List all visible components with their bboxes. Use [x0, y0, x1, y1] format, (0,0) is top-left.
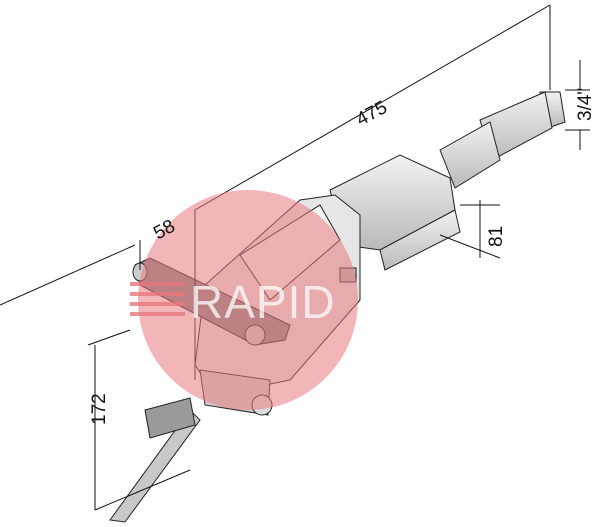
rapid-watermark: RAPID [130, 190, 358, 410]
watermark-text: RAPID [190, 276, 336, 328]
saw-blade [109, 397, 201, 523]
motor-housing [329, 154, 461, 271]
dim-overall-length: 475 [353, 97, 391, 130]
air-inlet [439, 91, 566, 189]
dim-blade-depth: 172 [89, 393, 110, 425]
dim-inlet-size: 3/4" [575, 88, 596, 121]
dim-body-height: 81 [486, 226, 507, 247]
